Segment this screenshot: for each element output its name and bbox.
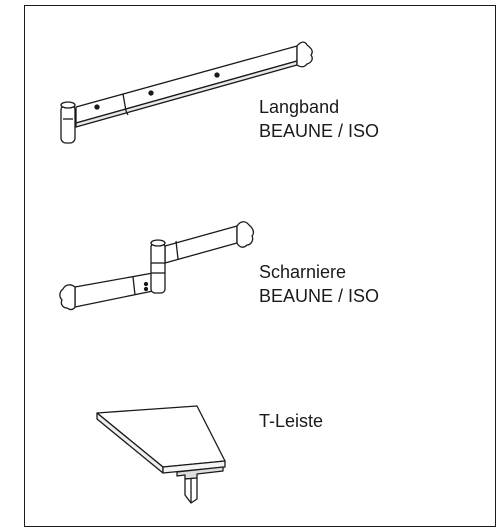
scharniere-label: Scharniere bbox=[259, 262, 347, 282]
scharniere-caption: Scharniere BEAUNE / ISO bbox=[259, 260, 379, 308]
scharniere-illustration bbox=[59, 221, 255, 311]
langband-model: BEAUNE / ISO bbox=[259, 121, 380, 141]
t-leiste-illustration bbox=[96, 405, 226, 504]
langband-label: Langband bbox=[259, 97, 340, 117]
t-leiste-caption: T-Leiste bbox=[259, 409, 323, 433]
scharniere-model: BEAUNE / ISO bbox=[259, 286, 380, 306]
t-leiste-label: T-Leiste bbox=[259, 411, 324, 431]
parts-list-panel: Langband BEAUNE / ISO Scharniere BEAUNE … bbox=[24, 5, 496, 527]
langband-caption: Langband BEAUNE / ISO bbox=[259, 95, 379, 143]
langband-illustration bbox=[60, 41, 313, 144]
